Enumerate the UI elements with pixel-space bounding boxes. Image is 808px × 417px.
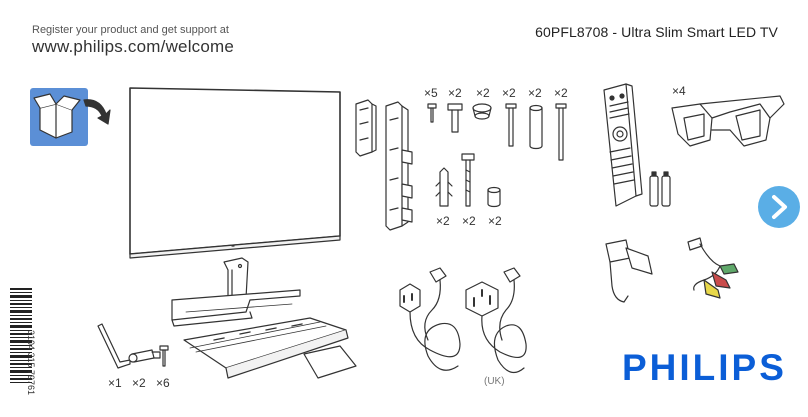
screw-illustration	[447, 103, 463, 133]
model-title: 60PFL8708 - Ultra Slim Smart LED TV	[535, 24, 778, 40]
next-button[interactable]	[758, 186, 800, 228]
qty-label: ×2	[462, 214, 476, 228]
spacer-illustration	[529, 104, 543, 150]
qty-label: ×2	[436, 214, 450, 228]
wall-bolt-illustration	[461, 153, 475, 207]
open-box-icon	[30, 88, 111, 146]
component-cable-illustration	[687, 237, 739, 299]
barcode-number: 3104 315 79761	[26, 330, 36, 396]
qty-label: ×2	[488, 214, 502, 228]
brand-logo: PHILIPS	[622, 347, 787, 388]
qty-label: ×6	[156, 376, 170, 390]
small-screw-illustration	[159, 345, 169, 367]
qty-label: ×4	[672, 84, 686, 98]
scart-adapter-illustration	[605, 239, 653, 303]
qty-label: ×2	[132, 376, 146, 390]
small-spacer-illustration	[487, 186, 501, 208]
long-bolt-illustration	[555, 103, 567, 161]
allen-key-illustration	[97, 323, 131, 369]
tv-illustration	[129, 87, 341, 259]
screw-illustration	[427, 103, 437, 123]
barcode-illustration	[10, 288, 32, 383]
power-cord-eu-illustration	[399, 267, 461, 371]
stand-illustration	[171, 257, 301, 327]
remote-control-illustration	[603, 83, 643, 207]
qty-label: ×5	[424, 86, 438, 100]
uk-label: (UK)	[484, 376, 505, 387]
stand-base-illustration	[183, 317, 357, 379]
qty-label: ×2	[448, 86, 462, 100]
wall-bracket-small-illustration	[355, 99, 377, 157]
chevron-right-icon	[772, 195, 787, 219]
qty-label: ×2	[528, 86, 542, 100]
washer-illustration	[472, 103, 492, 120]
wall-anchor-illustration	[435, 167, 453, 207]
stand-screw-illustration	[128, 349, 161, 363]
qty-label: ×2	[554, 86, 568, 100]
register-text: Register your product and get support at	[32, 24, 229, 36]
support-url[interactable]: www.philips.com/welcome	[32, 37, 235, 56]
qty-label: ×1	[108, 376, 122, 390]
qty-label: ×2	[502, 86, 516, 100]
batteries-illustration	[649, 171, 671, 207]
wall-bracket-long-illustration	[385, 101, 413, 231]
power-cord-uk-illustration	[465, 267, 527, 374]
3d-glasses-illustration	[671, 95, 785, 147]
bolt-illustration	[505, 103, 517, 147]
qty-label: ×2	[476, 86, 490, 100]
